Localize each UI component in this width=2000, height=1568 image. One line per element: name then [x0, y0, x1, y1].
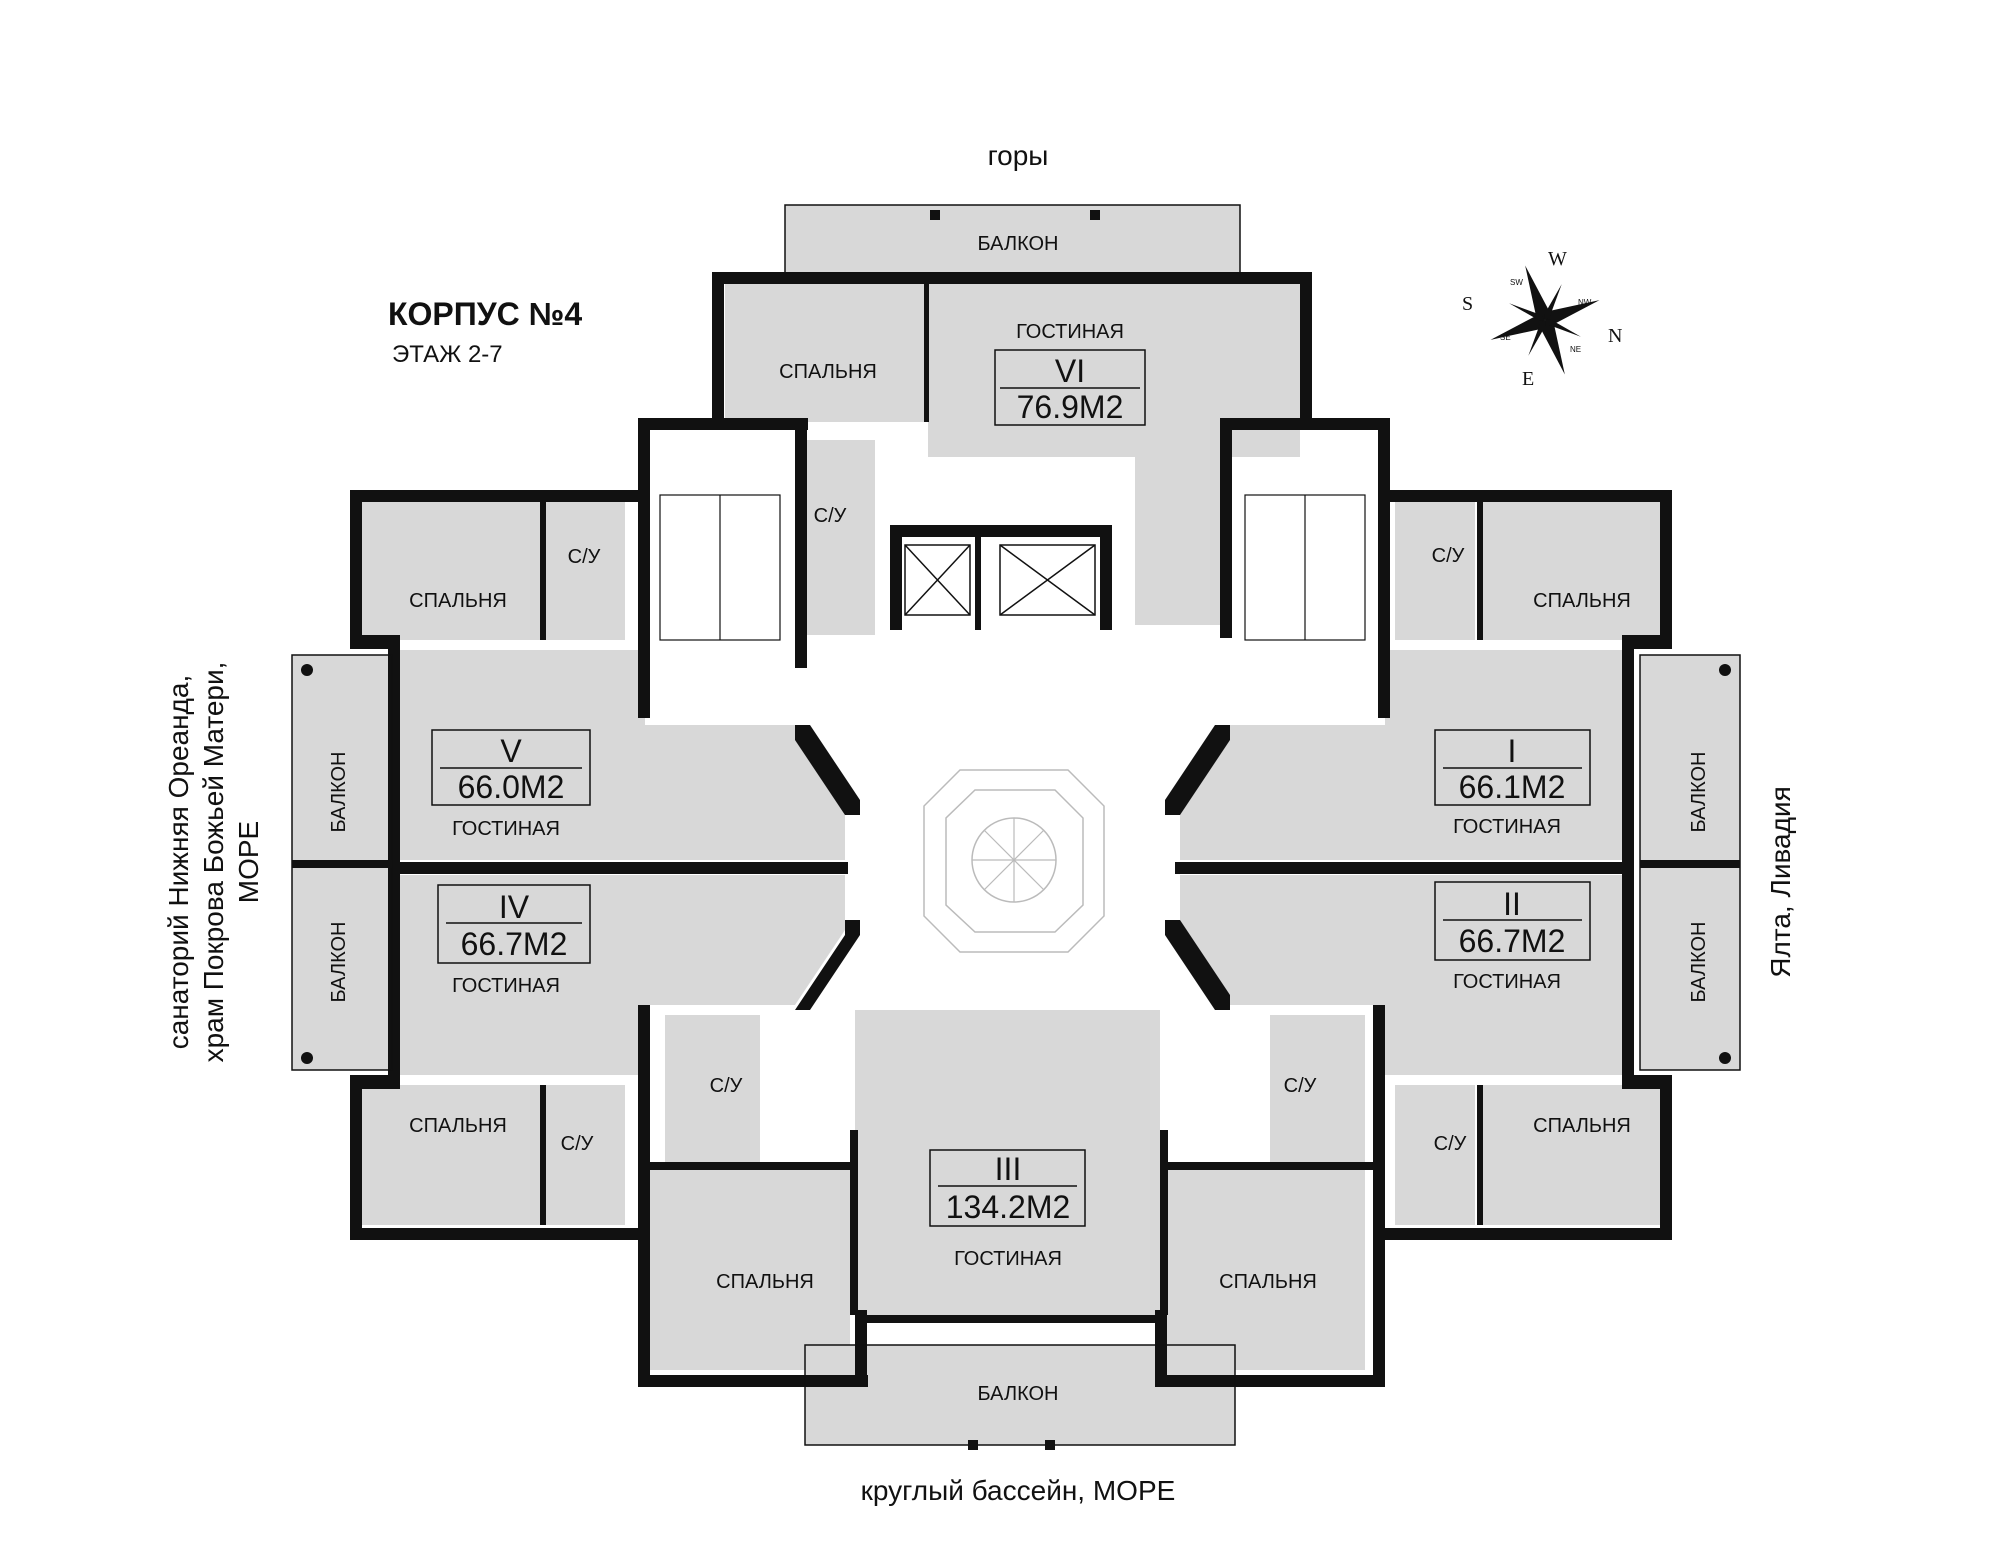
apt-iii-id: III: [995, 1151, 1022, 1187]
apt-ii-id: II: [1503, 886, 1521, 922]
apt-iv-bath[interactable]: [545, 1085, 625, 1225]
apt-iv-tag[interactable]: [437, 884, 591, 964]
orientation-left: санаторий Нижняя Ореанда, храм Покрова Б…: [163, 662, 264, 1063]
apt-v-living[interactable]: [400, 650, 845, 860]
balcony-left-upper-label: БАЛКОН: [328, 751, 350, 832]
apt-i-bedroom-label: СПАЛЬНЯ: [1533, 590, 1631, 612]
apt-ii-bath-label: С/У: [1434, 1133, 1467, 1155]
orientation-left-line-2: храм Покрова Божьей Матери,: [198, 662, 229, 1063]
orientation-bottom: круглый бассейн, МОРЕ: [861, 1475, 1176, 1506]
orientation-top: горы: [988, 140, 1049, 171]
apt-i-id: I: [1508, 733, 1517, 769]
compass-rose: [1490, 265, 1600, 375]
apt-vi-bedroom[interactable]: [725, 282, 925, 422]
apt-i-area: 66.1М2: [1459, 769, 1566, 805]
apt-v-id: V: [500, 733, 522, 769]
apt-v-living-label: ГОСТИНАЯ: [452, 818, 560, 840]
apt-iii-bedroom-left-label: СПАЛЬНЯ: [716, 1271, 814, 1293]
apt-iii-bath-right[interactable]: [1270, 1015, 1365, 1165]
balcony-left-lower[interactable]: [292, 865, 392, 1070]
apt-i-living[interactable]: [1180, 650, 1630, 860]
apt-iii-tag[interactable]: [929, 1149, 1086, 1227]
apt-vi-bedroom-label: СПАЛЬНЯ: [779, 361, 877, 383]
apt-v-bedroom[interactable]: [362, 500, 542, 640]
balcony-right-lower[interactable]: [1640, 865, 1740, 1070]
apt-v-bath[interactable]: [545, 500, 625, 640]
apt-iii-bath-left[interactable]: [665, 1015, 760, 1165]
apt-vi-bath-label: С/У: [814, 505, 847, 527]
apt-iii-bedroom-left[interactable]: [650, 1170, 850, 1370]
compass-w: W: [1548, 248, 1567, 270]
apt-iv-area: 66.7М2: [461, 926, 568, 962]
balcony-right-upper[interactable]: [1640, 655, 1740, 860]
compass-sw: SW: [1510, 278, 1523, 287]
balcony-bottom-label: БАЛКОН: [977, 1383, 1058, 1405]
apt-ii-bedroom-label: СПАЛЬНЯ: [1533, 1115, 1631, 1137]
compass-s: S: [1462, 293, 1473, 315]
apt-vi-living-ext[interactable]: [1135, 455, 1225, 625]
apt-vi-id: VI: [1055, 353, 1085, 389]
building-title: КОРПУС №4: [388, 296, 582, 332]
balcony-outlines: [291, 204, 1741, 1450]
apt-i-living-label: ГОСТИНАЯ: [1453, 816, 1561, 838]
apt-iii-bath-left-label: С/У: [710, 1075, 743, 1097]
floor-range: ЭТАЖ 2-7: [392, 341, 503, 368]
apt-v-area: 66.0М2: [458, 769, 565, 805]
compass-n: N: [1608, 325, 1622, 347]
balcony-top-label: БАЛКОН: [977, 233, 1058, 255]
apt-iii-area: 134.2М2: [946, 1189, 1071, 1225]
apt-iii-living-label: ГОСТИНАЯ: [954, 1248, 1062, 1270]
apt-iv-bedroom-label: СПАЛЬНЯ: [409, 1115, 507, 1137]
balcony-left-lower-label: БАЛКОН: [328, 921, 350, 1002]
orientation-left-line-1: санаторий Нижняя Ореанда,: [163, 675, 194, 1050]
orientation-left-line-3: МОРЕ: [233, 821, 264, 903]
apt-i-bath[interactable]: [1395, 500, 1475, 640]
walls: [350, 272, 1672, 1387]
apt-ii-area: 66.7М2: [1459, 923, 1566, 959]
stairs: [659, 494, 1366, 641]
balcony-right-upper-label: БАЛКОН: [1688, 751, 1710, 832]
apt-vi-area: 76.9М2: [1017, 389, 1124, 425]
apt-i-bedroom[interactable]: [1480, 500, 1660, 640]
compass-e: E: [1522, 368, 1534, 390]
apt-i-bath-label: С/У: [1432, 545, 1465, 567]
balcony-top[interactable]: [785, 205, 1240, 273]
apt-iii-bedroom-right[interactable]: [1165, 1170, 1365, 1370]
apt-ii-bath[interactable]: [1395, 1085, 1475, 1225]
orientation-right: Ялта, Ливадия: [1765, 786, 1796, 978]
apt-v-bedroom-label: СПАЛЬНЯ: [409, 590, 507, 612]
apt-iv-living-label: ГОСТИНАЯ: [452, 975, 560, 997]
apt-ii-bedroom[interactable]: [1480, 1085, 1660, 1225]
compass-se: SE: [1500, 333, 1511, 342]
balcony-right-lower-label: БАЛКОН: [1688, 921, 1710, 1002]
compass-ne: NE: [1570, 345, 1581, 354]
central-hall: [923, 769, 1105, 953]
apt-ii-tag[interactable]: [1434, 881, 1591, 961]
apt-v-bath-label: С/У: [568, 546, 601, 568]
apt-iv-bedroom[interactable]: [362, 1085, 542, 1225]
apt-ii-living-label: ГОСТИНАЯ: [1453, 971, 1561, 993]
apt-vi-bath[interactable]: [805, 440, 875, 635]
compass-nw: NW: [1578, 298, 1592, 307]
apt-iv-id: IV: [499, 889, 530, 925]
apt-iii-bedroom-right-label: СПАЛЬНЯ: [1219, 1271, 1317, 1293]
apt-vi-living-label: ГОСТИНАЯ: [1016, 321, 1124, 343]
apt-iii-bath-right-label: С/У: [1284, 1075, 1317, 1097]
balcony-left-upper[interactable]: [292, 655, 392, 860]
apt-iv-bath-label: С/У: [561, 1133, 594, 1155]
